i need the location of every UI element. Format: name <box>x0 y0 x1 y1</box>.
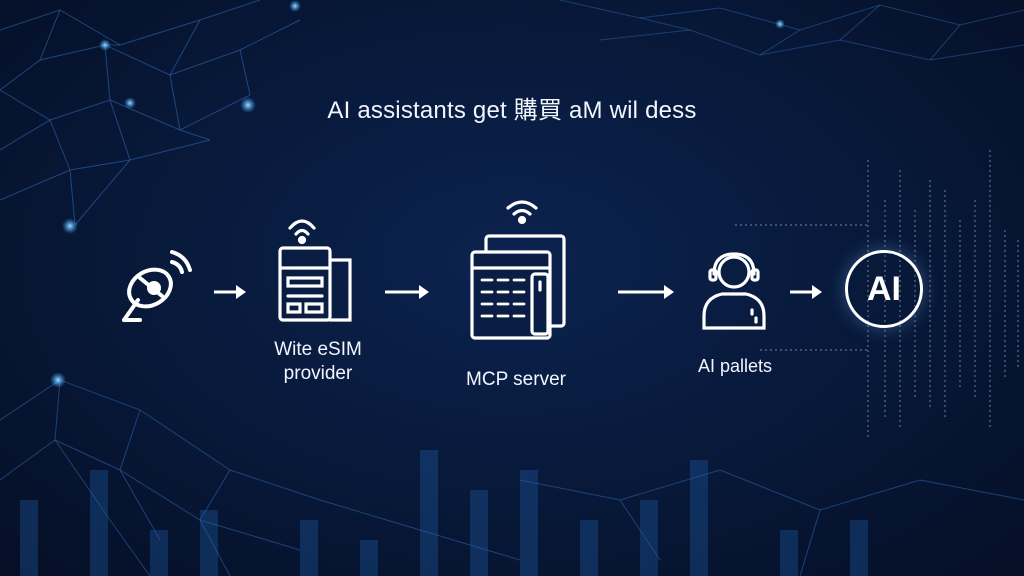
sim-provider-icon <box>278 219 352 322</box>
network-mesh-bottom <box>0 379 1024 576</box>
sim-provider-label: Wite eSIM provider <box>248 338 388 386</box>
server-icon <box>470 200 566 340</box>
ai-badge-icon: AI <box>845 250 923 328</box>
flow-arrow-4 <box>790 285 822 299</box>
sim-provider-label-line-1: Wite eSIM <box>274 339 362 360</box>
network-mesh-top-right <box>559 0 1024 61</box>
ai-pallets-label: AI pallets <box>670 354 800 378</box>
flow-arrow-1 <box>214 285 246 299</box>
user-headset-icon <box>702 252 766 330</box>
sim-provider-label-line-2: provider <box>283 363 353 384</box>
network-mesh-top-left <box>0 0 301 226</box>
flow-arrow-2 <box>385 285 429 299</box>
flow-arrow-3 <box>618 285 674 299</box>
mcp-server-label-line-1: MCP server <box>466 369 566 390</box>
ai-badge-text: AI <box>867 269 901 308</box>
diagram-title: AI assistants get 購買 aM wil dess <box>327 97 697 124</box>
ai-pallets-label-line-1: AI pallets <box>697 356 773 376</box>
mcp-server-label: MCP server <box>436 368 596 392</box>
bar-chart-silhouette <box>20 450 868 576</box>
satellite-dish-icon <box>122 250 192 322</box>
network-nodes <box>50 0 785 388</box>
